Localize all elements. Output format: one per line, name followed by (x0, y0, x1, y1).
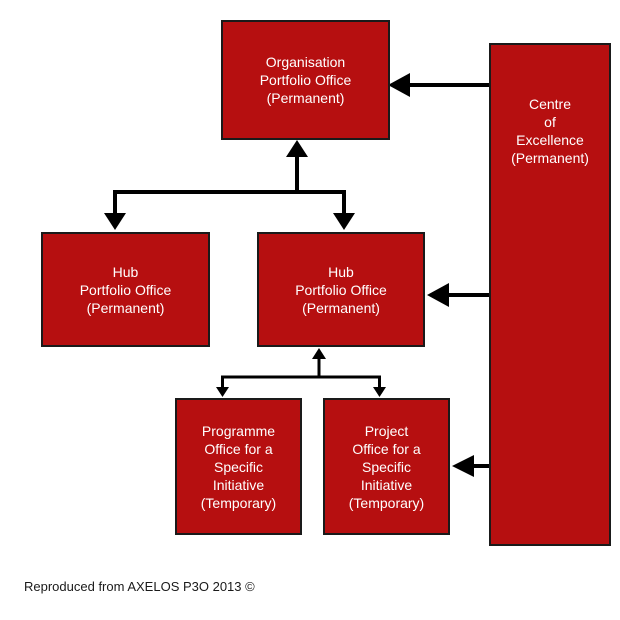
box-line: Portfolio Office (79, 281, 172, 298)
box-line: Organisation (265, 54, 346, 70)
arrowhead-down-hub-left (104, 213, 126, 230)
arrowhead-up-hub-mid (312, 348, 326, 359)
box-line: Specific (361, 458, 412, 475)
arrowhead-to-hub-mid (427, 283, 449, 307)
box-line: (Permanent) (302, 299, 380, 316)
box-line: (Temporary) (348, 494, 425, 511)
programme-office-box: Programme Office for a Specific Initiati… (175, 398, 302, 535)
arrowhead-down-project (373, 387, 386, 397)
box-line: Hub (328, 263, 354, 280)
arrowhead-down-hub-mid (333, 213, 355, 230)
box-line: Portfolio Office (295, 281, 387, 298)
box-line: Office for a (204, 440, 273, 457)
box-line: Project (364, 422, 409, 439)
centre-of-excellence-box: Centre of Excellence (Permanent) (489, 43, 611, 546)
box-line: Excellence (516, 132, 584, 148)
box-line: (Permanent) (511, 150, 589, 166)
organisation-portfolio-office-box: Organisation Portfolio Office (Permanent… (221, 20, 390, 140)
project-office-box: Project Office for a Specific Initiative… (323, 398, 450, 535)
box-line: of (544, 114, 556, 130)
box-line: Centre (528, 96, 572, 112)
arrowhead-up-org (286, 140, 308, 157)
arrowhead-to-org (388, 73, 410, 97)
hub-portfolio-office-center-box: Hub Portfolio Office (Permanent) (257, 232, 425, 347)
box-line: (Permanent) (86, 299, 165, 316)
box-line: Hub (112, 263, 139, 280)
source-caption: Reproduced from AXELOS P3O 2013 © (24, 579, 255, 594)
arrowhead-down-programme (216, 387, 229, 397)
box-line: Programme (201, 422, 276, 439)
box-line: Initiative (360, 476, 413, 493)
box-line: Office for a (352, 440, 421, 457)
box-line: Portfolio Office (259, 72, 352, 88)
box-line: (Temporary) (200, 494, 277, 511)
arrowhead-to-project (452, 455, 474, 477)
box-line: Initiative (212, 476, 265, 493)
box-line: Specific (213, 458, 264, 475)
hub-portfolio-office-left-box: Hub Portfolio Office (Permanent) (41, 232, 210, 347)
box-line: (Permanent) (266, 90, 345, 106)
